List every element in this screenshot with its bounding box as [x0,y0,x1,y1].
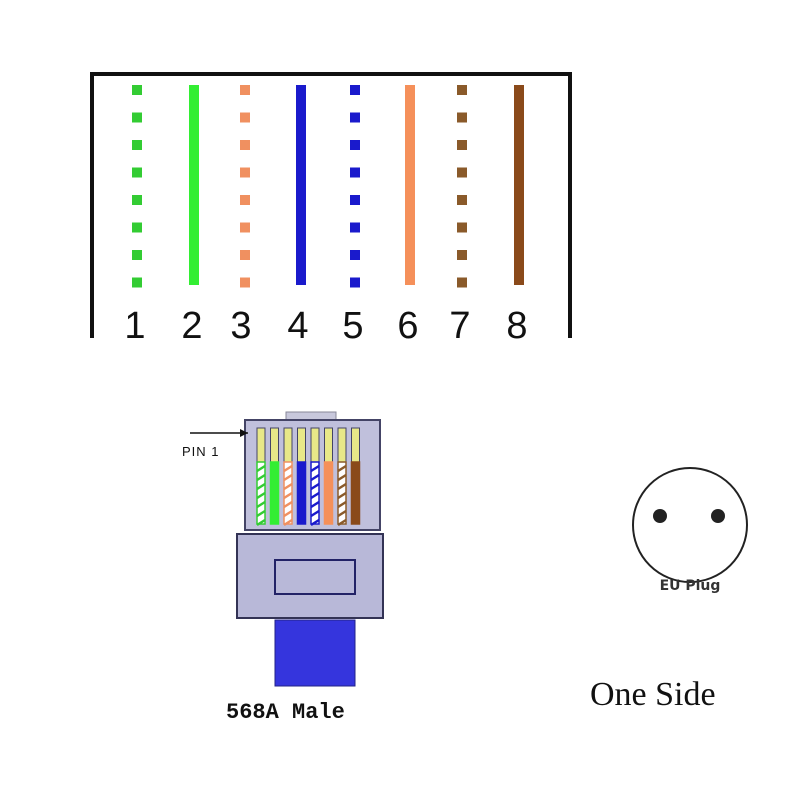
cable-boot [274,619,356,687]
connector-contact-8 [351,427,360,463]
pin-number-5: 5 [342,305,364,347]
pin-number-8: 8 [506,305,528,347]
connector-conductor-2 [269,461,280,525]
plug-pin-left [653,509,667,523]
connector-contact-2 [270,427,279,463]
wire-2 [189,85,199,285]
connector-caption: 568A Male [226,700,345,725]
pin-number-3: 3 [230,305,252,347]
connector-window [274,559,356,595]
wire-7 [457,85,467,288]
wire-8 [514,85,524,285]
plug-pin-right [711,509,725,523]
pin1-label: PIN 1 [182,444,220,459]
wire-5 [350,85,360,288]
pin-number-2: 2 [181,305,203,347]
connector-contact-1 [256,427,266,463]
jack-outline [90,72,572,338]
wire-6 [405,85,415,285]
connector-contact-7 [337,427,347,463]
pin-number-7: 7 [449,305,471,347]
wire-1 [132,85,142,288]
pin1-pointer-arrow [240,429,248,437]
connector-contact-6 [324,427,333,463]
rj45-connector [190,411,384,687]
wire-3 [240,85,250,288]
connector-pin-group [256,427,361,527]
connector-conductor-8 [350,461,361,525]
eu-plug-icon [632,467,748,583]
pin-number-1: 1 [124,305,146,347]
side-label: One Side [590,676,716,713]
connector-conductor-4 [296,461,307,525]
plug-outline [632,467,748,583]
pin-number-6: 6 [397,305,419,347]
wire-4 [296,85,306,285]
connector-contact-5 [310,427,320,463]
eu-plug-label: EU Plug [659,578,721,594]
pin-number-4: 4 [287,305,309,347]
connector-conductor-6 [323,461,334,525]
connector-contact-4 [297,427,306,463]
connector-contact-3 [283,427,293,463]
wire-group [132,85,524,288]
